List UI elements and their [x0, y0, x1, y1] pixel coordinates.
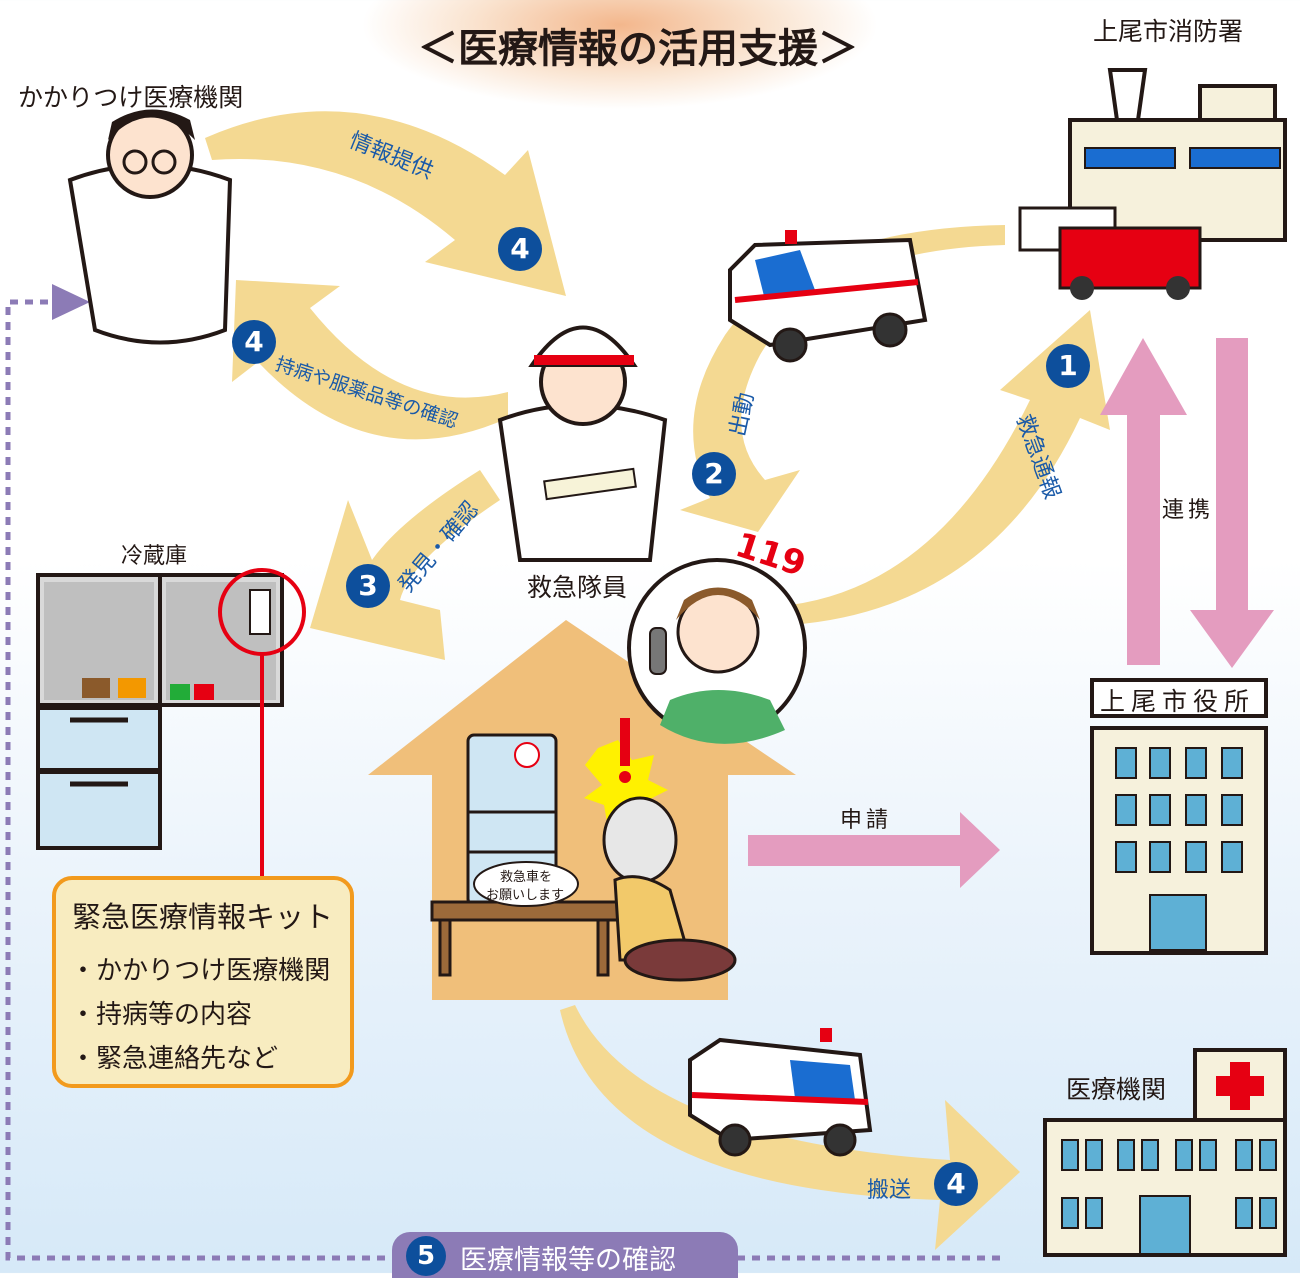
- ambulance-transport: [688, 1028, 873, 1157]
- step5-tab: 5 医療情報等の確認: [392, 1232, 738, 1278]
- arrow-transport: [560, 1005, 1020, 1250]
- elderly-person: [584, 718, 737, 982]
- speech-bubble: [473, 861, 579, 907]
- label-paramedic: 救急隊員: [527, 573, 628, 602]
- fridge-drawing: [36, 573, 284, 850]
- step-number-3: 3: [346, 564, 390, 608]
- house-table: [430, 900, 624, 977]
- step-number-4-transport: 4: [934, 1162, 978, 1206]
- kit-item-condition: ・持病等の内容: [70, 1000, 253, 1030]
- kit-callout: [218, 568, 306, 878]
- arrow-coop-up: [1100, 338, 1187, 665]
- label-cooperation: 連携: [1162, 498, 1215, 523]
- step-number-5: 5: [406, 1236, 446, 1276]
- ambulance-dispatch: [728, 230, 928, 363]
- step-number-4-info: 4: [498, 227, 542, 271]
- label-clinic: かかりつけ医療機関: [18, 83, 244, 112]
- emergency-kit-box: 緊急医療情報キット ・かかりつけ医療機関 ・持病等の内容 ・緊急連絡先など: [52, 876, 354, 1088]
- doctor-figure: [67, 109, 233, 345]
- dotted-arrowhead: [52, 284, 90, 320]
- caller-figure: [627, 558, 807, 744]
- label-apply: 申請: [840, 808, 893, 833]
- arrow-confirm-history: [232, 280, 508, 440]
- label-city-hall: 上尾市役所: [1100, 687, 1256, 716]
- arrow-emergency-call: [790, 310, 1110, 625]
- hospital-building: [1043, 1048, 1287, 1257]
- kit-item-contact: ・緊急連絡先など: [70, 1044, 279, 1074]
- label-transport: 搬送: [867, 1178, 912, 1203]
- pink-arrows: [748, 338, 1274, 888]
- arrow-info-provide: [205, 111, 566, 297]
- speech-line-2: お願いします: [486, 888, 565, 903]
- page-title: ＜医療情報の活用支援＞: [418, 26, 858, 72]
- arrow-find-confirm: [310, 470, 500, 660]
- step-number-2: 2: [692, 452, 736, 496]
- label-fire-station: 上尾市消防署: [1093, 17, 1244, 46]
- city-hall-building: [1090, 678, 1268, 955]
- speech-line-1: 救急車を: [500, 870, 553, 885]
- arrow-coop-down: [1190, 338, 1274, 668]
- fire-station-building: [1018, 68, 1287, 300]
- step5-label: 医療情報等の確認: [460, 1245, 676, 1276]
- kit-item-clinic: ・かかりつけ医療機関: [70, 956, 331, 986]
- step-number-4-confirm: 4: [232, 320, 276, 364]
- arrow-apply: [748, 812, 1000, 888]
- kit-title: 緊急医療情報キット: [72, 900, 334, 934]
- label-fridge: 冷蔵庫: [121, 544, 188, 569]
- label-hospital: 医療機関: [1066, 1075, 1167, 1104]
- paramedic-figure: [497, 325, 668, 562]
- step-number-1: 1: [1046, 344, 1090, 388]
